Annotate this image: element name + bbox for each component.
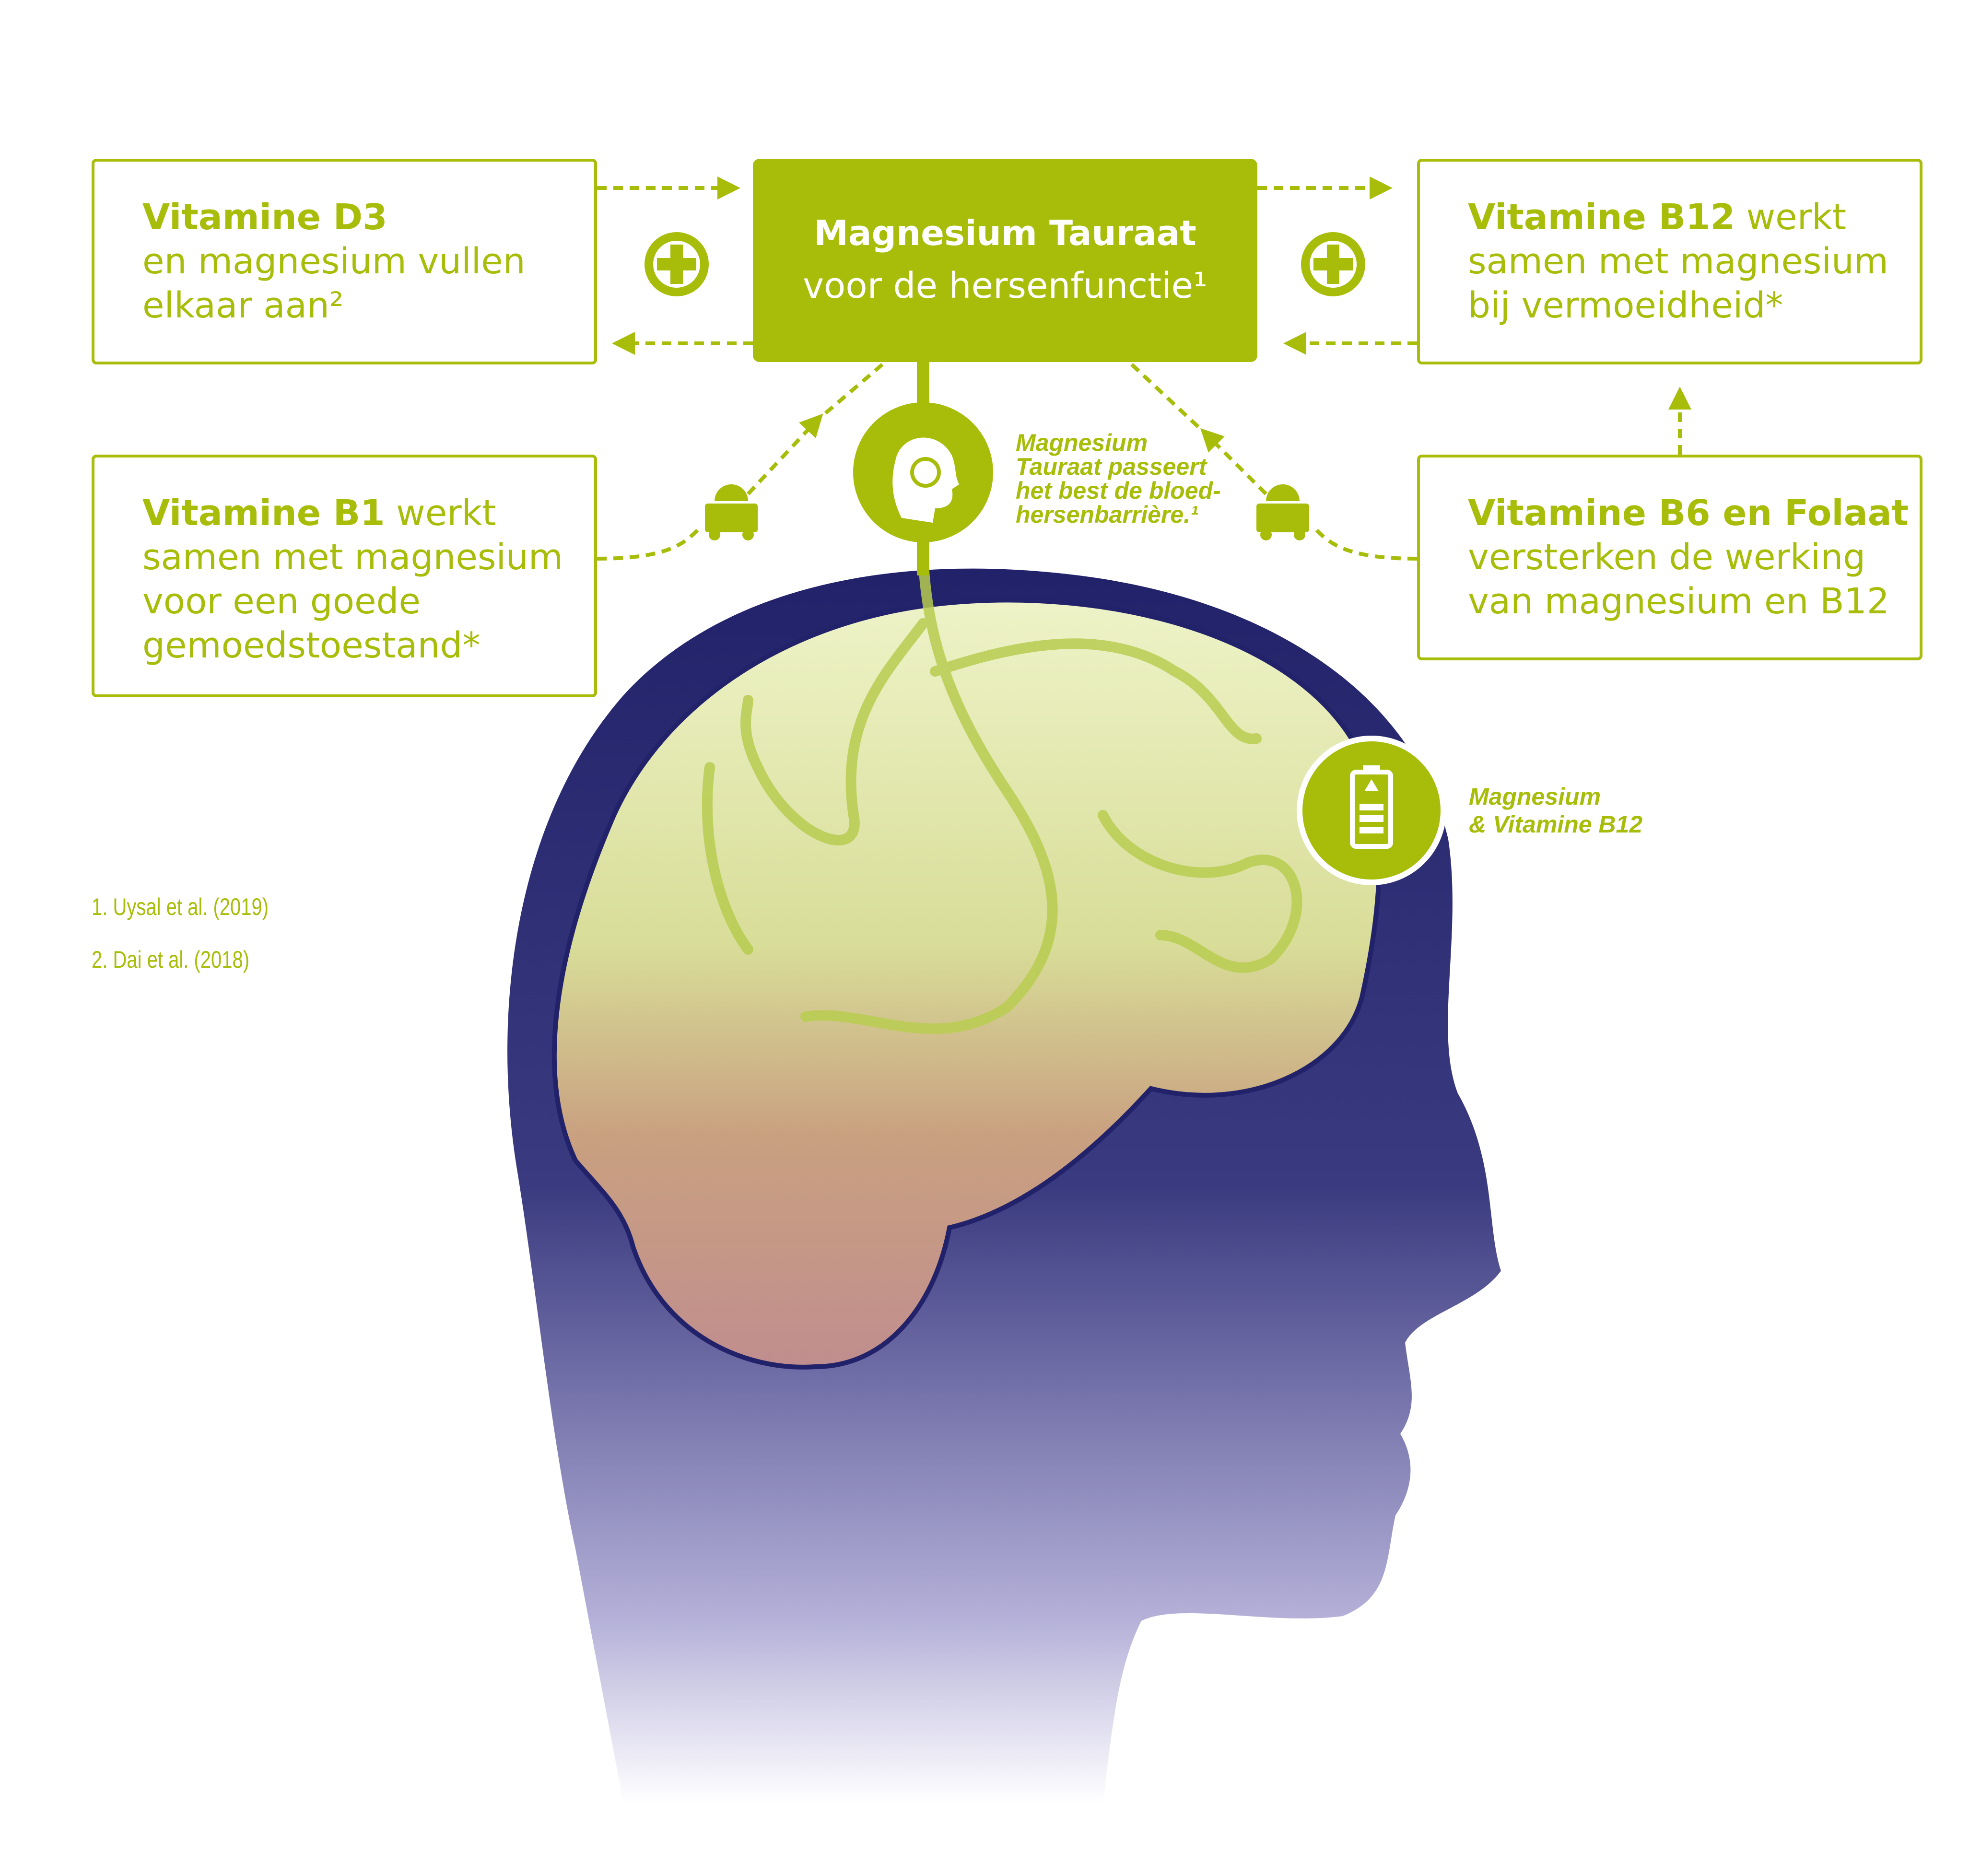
box-text: versterken de werking (1468, 537, 1866, 578)
note-line: Magnesium (1469, 783, 1601, 810)
center-subtitle: voor de hersenfunctie¹ (803, 265, 1207, 306)
box-title: Vitamine B1 (142, 492, 385, 534)
box-text: werkt (385, 492, 496, 534)
box-text: samen met magnesium (1468, 241, 1889, 282)
reference-1: 1. Uysal et al. (2019) (92, 893, 269, 920)
box-title: Vitamine B12 (1468, 197, 1735, 238)
reference-2: 2. Dai et al. (2018) (92, 946, 250, 973)
note-line: hersenbarrière.¹ (1016, 501, 1198, 528)
note-line: het best de bloed- (1016, 477, 1221, 504)
note-line: & Vitamine B12 (1469, 811, 1643, 838)
truck-icon (705, 484, 758, 540)
vitamin-b6-folaat-box: Vitamine B6 en Folaat versterken de werk… (1417, 455, 1922, 660)
center-title: Magnesium Tauraat (814, 213, 1196, 253)
brain (551, 598, 1382, 1370)
box-text: werkt (1735, 197, 1847, 238)
box-title: Vitamine B6 en Folaat (1468, 492, 1909, 534)
barrier-note: Magnesium Tauraat passeert het best de b… (1016, 431, 1221, 527)
box-text: van magnesium en B12 (1468, 581, 1889, 622)
box-text: samen met magnesium (142, 537, 563, 578)
plus-cycle-icon (645, 232, 709, 296)
box-text: elkaar aan² (142, 285, 344, 326)
magnesium-tauraat-box: Magnesium Tauraat voor de hersenfunctie¹ (753, 159, 1257, 362)
note-line: Tauraat passeert (1016, 453, 1207, 480)
plus-cycle-icon (1301, 232, 1365, 296)
battery-note: Magnesium & Vitamine B12 (1469, 783, 1642, 838)
vitamin-d3-box: Vitamine D3 en magnesium vullen elkaar a… (92, 159, 597, 364)
box-text: voor een goede (142, 581, 421, 622)
box-title: Vitamine D3 (142, 197, 387, 238)
head-cycle-icon (853, 402, 993, 542)
vitamin-b1-box: Vitamine B1 werkt samen met magnesium vo… (92, 455, 597, 697)
battery-icon (1297, 736, 1446, 885)
vitamin-b12-box: Vitamine B12 werkt samen met magnesium b… (1417, 159, 1922, 364)
box-text: en magnesium vullen (142, 241, 526, 282)
truck-icon (1256, 484, 1309, 540)
note-line: Magnesium (1016, 429, 1148, 456)
box-text: gemoedstoestand* (142, 625, 481, 666)
box-text: bij vermoeidheid* (1468, 285, 1783, 326)
